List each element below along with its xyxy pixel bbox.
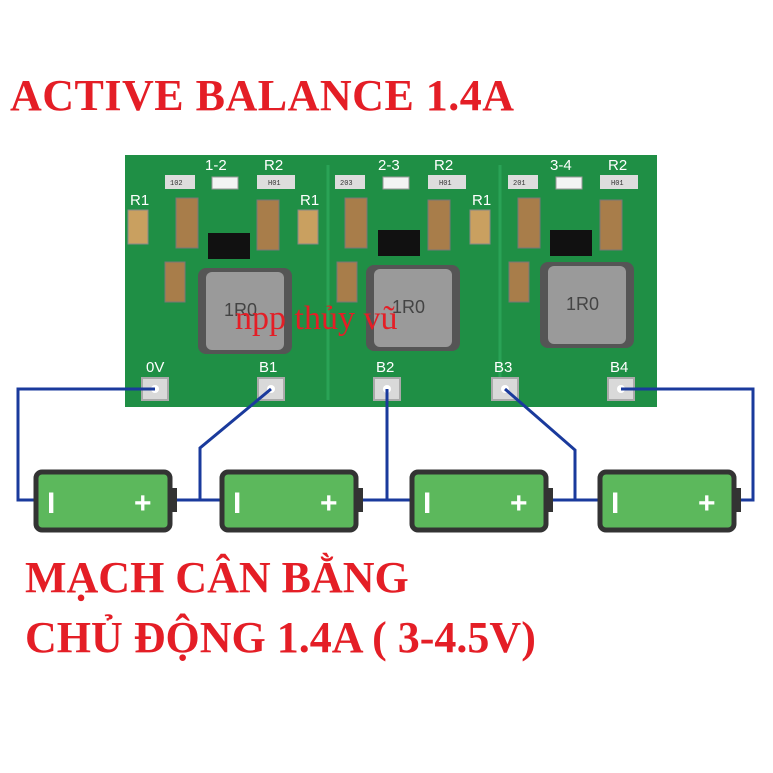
svg-text:H01: H01 <box>611 180 624 188</box>
resistor-label: R2 <box>434 157 453 174</box>
svg-text:H01: H01 <box>268 180 281 188</box>
svg-text:+: + <box>134 487 152 520</box>
svg-text:+: + <box>510 487 528 520</box>
inductor: 1R0 <box>366 265 460 351</box>
wire <box>16 387 755 502</box>
svg-text:I: I <box>233 487 241 520</box>
smd-resistor: 102 H01 203 H01 201 H01 <box>165 175 638 189</box>
terminal-label: B1 <box>259 359 277 376</box>
battery: I + <box>597 469 741 533</box>
resistor-label: R2 <box>264 157 283 174</box>
battery: I + <box>409 469 553 533</box>
svg-text:102: 102 <box>170 180 183 188</box>
section-label: 2-3 <box>378 157 400 174</box>
svg-text:+: + <box>320 487 338 520</box>
resistor-label: R1 <box>130 192 149 209</box>
inductor: 1R0 <box>198 268 292 354</box>
terminal-label: 0V <box>146 359 164 376</box>
section-label: 3-4 <box>550 157 572 174</box>
svg-text:I: I <box>423 487 431 520</box>
svg-text:1R0: 1R0 <box>392 297 425 317</box>
resistor-label: R1 <box>472 192 491 209</box>
svg-text:201: 201 <box>513 180 526 188</box>
battery: I + <box>33 469 177 533</box>
section-label: 1-2 <box>205 157 227 174</box>
svg-text:I: I <box>611 487 619 520</box>
title: ACTIVE BALANCE 1.4A <box>10 71 515 120</box>
inductor: 1R0 <box>540 262 634 348</box>
subtitle-line-2: CHỦ ĐỘNG 1.4A ( 3-4.5V) <box>25 613 536 662</box>
terminal-label: B4 <box>610 359 628 376</box>
terminal-label: B3 <box>494 359 512 376</box>
battery: I + <box>219 469 363 533</box>
svg-text:I: I <box>47 487 55 520</box>
svg-text:+: + <box>698 487 716 520</box>
terminal-label: B2 <box>376 359 394 376</box>
watermark-overlay: npp thủy vũ <box>235 300 398 337</box>
svg-text:1R0: 1R0 <box>224 300 257 320</box>
svg-text:H01: H01 <box>439 180 452 188</box>
subtitle-line-1: MẠCH CÂN BẰNG <box>25 553 409 602</box>
svg-text:203: 203 <box>340 180 353 188</box>
resistor-label: R1 <box>300 192 319 209</box>
resistor-label: R2 <box>608 157 627 174</box>
svg-text:1R0: 1R0 <box>566 294 599 314</box>
